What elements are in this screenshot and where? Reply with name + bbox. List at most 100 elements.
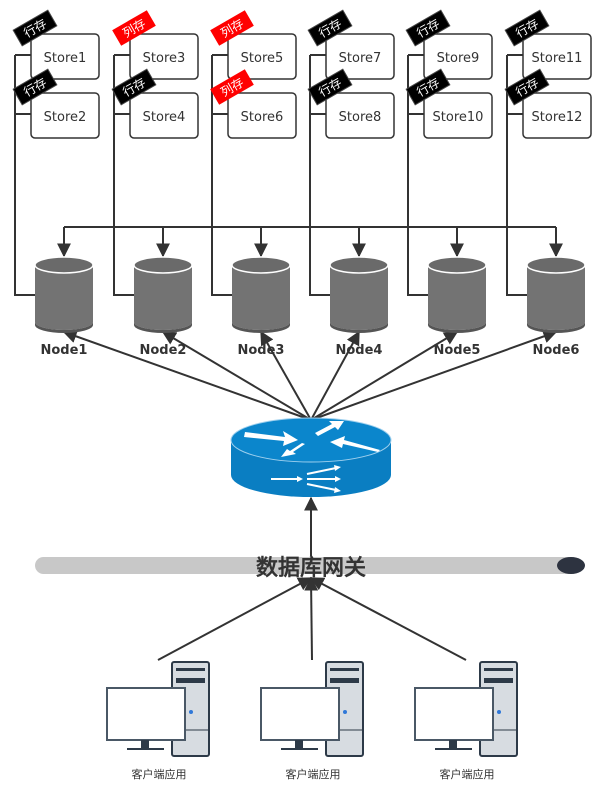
monitor-stand — [281, 748, 318, 750]
client-label: 客户端应用 — [440, 767, 495, 781]
database-cylinder-icon — [526, 256, 586, 333]
router — [230, 417, 392, 497]
database-cylinder-icon — [133, 256, 193, 333]
store-rect — [325, 33, 395, 80]
tag-bg — [112, 10, 156, 46]
cylinder-body — [330, 265, 388, 330]
node-label: Node4 — [336, 343, 383, 358]
clients: 客户端应用 客户端应用 客户端应用 — [106, 661, 518, 781]
router-icon — [230, 417, 392, 497]
tag-bg — [307, 9, 353, 47]
node-label: Node2 — [140, 343, 187, 358]
client-label: 客户端应用 — [286, 767, 341, 781]
cylinder-top — [231, 256, 291, 274]
power-led — [189, 710, 193, 714]
nodes: Store1行存Store2行存Node1Store3列存Store4行存Nod… — [12, 9, 592, 358]
monitor — [106, 687, 186, 741]
tag-bg — [12, 68, 58, 106]
store-rect — [423, 33, 493, 80]
cylinder-base — [527, 322, 585, 333]
tag-bg — [504, 9, 550, 47]
store-rect — [325, 92, 395, 139]
client: 客户端应用 — [260, 661, 364, 781]
store-rect — [522, 92, 592, 139]
tower-drive — [484, 678, 513, 683]
tag-bg — [210, 69, 254, 105]
cylinder-top — [526, 256, 586, 274]
client: 客户端应用 — [414, 661, 518, 781]
store-label: Store3 — [143, 51, 186, 66]
database-cylinder-icon — [34, 256, 94, 333]
tag-bg — [307, 68, 353, 106]
database-cylinder-icon — [329, 256, 389, 333]
cylinder-body — [134, 265, 192, 330]
power-led — [497, 710, 501, 714]
connectors — [14, 54, 563, 661]
gateway-bar: 数据库网关 — [35, 555, 585, 581]
cylinder-base — [428, 322, 486, 333]
cylinder-base — [134, 322, 192, 333]
cylinder-body — [527, 265, 585, 330]
store-label: Store2 — [44, 110, 87, 125]
cylinder-body — [232, 265, 290, 330]
row-store-tag: 行存 — [504, 68, 550, 106]
monitor-stand — [127, 748, 164, 750]
client-to-gateway-arrow — [304, 576, 319, 661]
store-rect — [522, 33, 592, 80]
router-to-node-arrow — [260, 330, 312, 421]
monitor — [260, 687, 340, 741]
tag-bg — [210, 10, 254, 46]
tag-bg — [12, 9, 58, 47]
tower-drive — [330, 678, 359, 683]
store-label: Store4 — [143, 110, 186, 125]
monitor-neck — [449, 740, 457, 748]
store-rail — [506, 55, 528, 296]
desktop-computer-icon — [106, 661, 210, 757]
cylinder-top — [427, 256, 487, 274]
cylinder-body — [428, 265, 486, 330]
tag-bg — [405, 9, 451, 47]
store-label: Store5 — [241, 51, 284, 66]
store-rect — [30, 33, 100, 80]
node-label: Node6 — [533, 343, 580, 358]
client: 客户端应用 — [106, 661, 210, 781]
router-to-node-arrow — [62, 329, 312, 421]
store-rect — [227, 33, 297, 80]
cylinder-base — [232, 322, 290, 333]
store-rail — [211, 55, 233, 296]
store-label: Store1 — [44, 51, 87, 66]
store-rect — [227, 92, 297, 139]
store-label: Store8 — [339, 110, 382, 125]
cylinder-base — [330, 322, 388, 333]
node-label: Node3 — [238, 343, 285, 358]
client-label: 客户端应用 — [132, 767, 187, 781]
store-rect — [129, 33, 199, 80]
client-to-gateway-arrow — [157, 577, 313, 661]
tower-slot — [330, 668, 359, 671]
store-label: Store6 — [241, 110, 284, 125]
gateway-label: 数据库网关 — [256, 555, 366, 581]
cylinder-top — [34, 256, 94, 274]
tower-slot — [176, 668, 205, 671]
tag-bg — [405, 68, 451, 106]
desktop-computer-icon — [260, 661, 364, 757]
monitor-stand — [435, 748, 472, 750]
monitor — [414, 687, 494, 741]
router-to-node-arrow — [310, 330, 360, 421]
database-cylinder-icon — [427, 256, 487, 333]
store-label: Store7 — [339, 51, 382, 66]
node-label: Node5 — [434, 343, 481, 358]
